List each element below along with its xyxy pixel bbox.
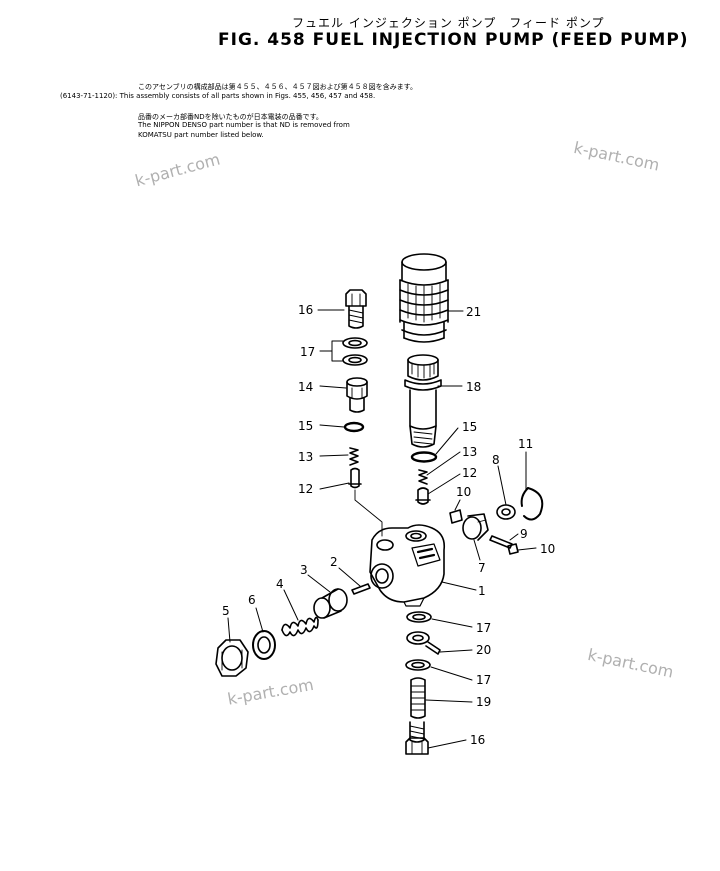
part-15-o-ring-left <box>343 421 365 433</box>
callout-numbers: 16 17 14 15 13 12 21 18 15 13 12 10 11 8… <box>222 303 555 747</box>
callout-4: 4 <box>276 577 284 591</box>
part-19-strainer <box>410 677 426 719</box>
callout-10-upper: 10 <box>456 485 471 499</box>
part-3-piston <box>313 588 348 619</box>
callout-10-lower: 10 <box>540 542 555 556</box>
callout-7: 7 <box>478 561 486 575</box>
callout-13-left: 13 <box>298 450 313 464</box>
callout-15-right: 15 <box>462 420 477 434</box>
part-10-nut-lower <box>507 543 519 555</box>
callout-5: 5 <box>222 604 230 618</box>
denso-note-line-1: The NIPPON DENSO part number is that ND … <box>138 121 350 129</box>
figure-title-japanese: フュエル インジェクション ポンプ フィード ポンプ <box>292 16 605 30</box>
part-5-plug <box>215 639 249 677</box>
part-7-check-valve <box>462 513 489 541</box>
part-16-bolt-bottom <box>405 721 429 755</box>
figure-title: FIG. 458 FUEL INJECTION PUMP (FEED PUMP) <box>218 30 689 50</box>
part-17-washer-lower-2 <box>405 659 431 671</box>
denso-note-line-2: KOMATSU part number listed below. <box>138 131 264 139</box>
part-11-snap-ring <box>520 487 544 521</box>
callout-18: 18 <box>466 380 481 394</box>
callout-17-lower-1: 17 <box>476 621 491 635</box>
part-21-bellows-cap <box>399 253 449 343</box>
part-13-spring-left <box>349 447 359 466</box>
leader-lines <box>227 309 537 749</box>
part-6-gasket <box>252 630 276 660</box>
callout-12-left: 12 <box>298 482 313 496</box>
part-10-nut-upper <box>449 509 463 524</box>
part-12-valve-right <box>415 487 431 505</box>
part-8-washer <box>496 504 516 520</box>
callout-17-top: 17 <box>300 345 315 359</box>
callout-17-lower-2: 17 <box>476 673 491 687</box>
part-1-pump-body <box>369 524 446 607</box>
assembly-note: (6143-71-1120): This assembly consists o… <box>60 92 376 100</box>
part-17-washers-top <box>342 337 368 366</box>
callout-14: 14 <box>298 380 313 394</box>
callout-16-top: 16 <box>298 303 313 317</box>
callout-19: 19 <box>476 695 491 709</box>
callout-1: 1 <box>478 584 486 598</box>
part-20-eye-joint <box>406 631 441 655</box>
part-18-cylinder <box>404 354 442 448</box>
callout-13-right: 13 <box>462 445 477 459</box>
callout-6: 6 <box>248 593 256 607</box>
denso-note-japanese: 品番のメーカ部番NDを除いたものが日本電装の品番です。 <box>138 113 323 121</box>
part-13-spring-right <box>418 469 428 485</box>
callout-2: 2 <box>330 555 338 569</box>
part-12-valve-left <box>348 467 362 489</box>
callout-16-bottom: 16 <box>470 733 485 747</box>
part-16-bolt-top <box>345 289 367 329</box>
callout-12-right: 12 <box>462 466 477 480</box>
callout-8: 8 <box>492 453 500 467</box>
callout-11: 11 <box>518 437 533 451</box>
part-4-spring <box>281 616 319 637</box>
callout-15-left: 15 <box>298 419 313 433</box>
callout-3: 3 <box>300 563 308 577</box>
callout-9: 9 <box>520 527 528 541</box>
part-14-fitting <box>346 377 368 413</box>
part-17-washer-lower-1 <box>406 611 432 623</box>
part-9-pin <box>489 535 513 549</box>
assembly-note-japanese: このアセンブリの構成部品は第４５５、４５６、４５７図および第４５８図を含みます。 <box>138 83 417 91</box>
part-2-pin <box>351 583 371 595</box>
connecting-line <box>354 489 383 537</box>
callout-20: 20 <box>476 643 491 657</box>
part-15-o-ring-right <box>410 451 438 463</box>
callout-21: 21 <box>466 305 481 319</box>
